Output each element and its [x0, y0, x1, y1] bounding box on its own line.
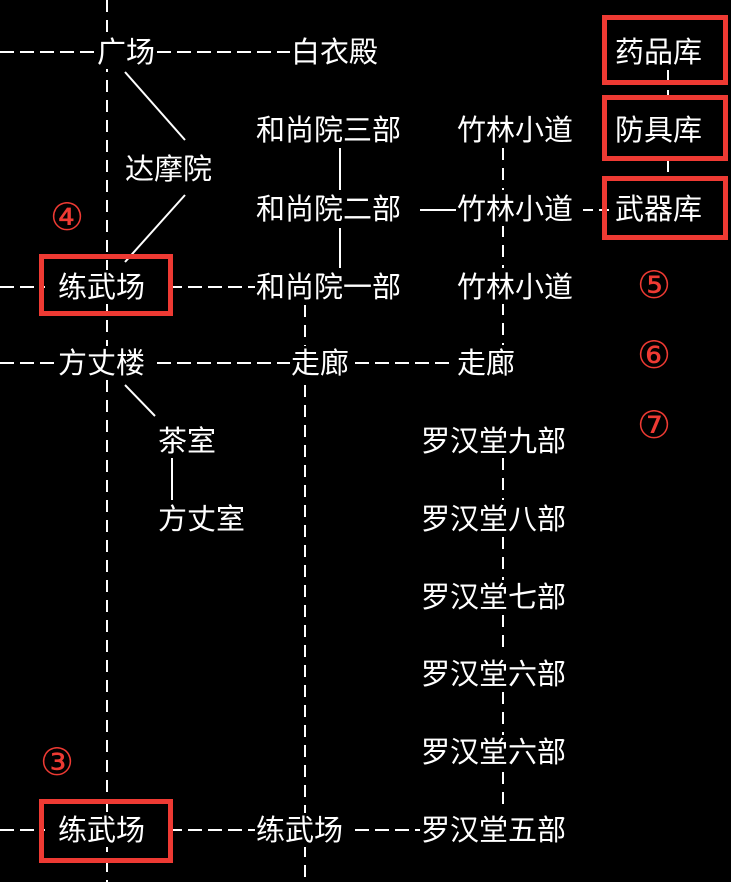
room-heshang-2: 和尚院二部: [255, 192, 403, 226]
marker-3: ③: [40, 740, 75, 784]
room-lianwuchang-top: 练武场: [57, 270, 147, 304]
room-zhulin-1: 竹林小道: [456, 270, 575, 304]
highlight-box: [602, 15, 728, 85]
room-damoyuan: 达摩院: [124, 152, 214, 186]
room-wuqiku: 武器库: [614, 192, 704, 226]
room-lianwuchang-bottom: 练武场: [57, 813, 147, 847]
marker-4: ④: [50, 195, 85, 239]
room-yaopinku: 药品库: [614, 35, 704, 69]
room-fangzhanglou: 方丈楼: [57, 346, 147, 380]
room-zhulin-2: 竹林小道: [456, 192, 575, 226]
highlight-box: [602, 95, 728, 161]
room-luohan-5: 罗汉堂五部: [420, 813, 568, 847]
highlight-box: [39, 254, 173, 316]
room-luohan-6b: 罗汉堂六部: [420, 735, 568, 769]
room-fangjuku: 防具库: [614, 113, 704, 147]
room-heshang-1: 和尚院一部: [255, 270, 403, 304]
room-chashi: 茶室: [157, 424, 218, 458]
marker-7: ⑦: [637, 403, 672, 447]
room-luohan-7: 罗汉堂七部: [420, 580, 568, 614]
room-heshang-3: 和尚院三部: [255, 113, 403, 147]
marker-5: ⑤: [637, 263, 672, 307]
room-baiyidian: 白衣殿: [290, 35, 380, 69]
room-zhulin-3: 竹林小道: [456, 113, 575, 147]
marker-6: ⑥: [637, 333, 672, 377]
highlight-box: [39, 799, 173, 863]
room-luohan-9: 罗汉堂九部: [420, 424, 568, 458]
room-guangchang: 广场: [96, 35, 157, 69]
path-line: [124, 71, 186, 141]
room-lianwuchang-mid: 练武场: [255, 813, 345, 847]
highlight-box: [602, 176, 728, 240]
path-line: [124, 384, 156, 417]
room-zoulang-1: 走廊: [290, 346, 351, 380]
room-fangzhangshi: 方丈室: [157, 502, 247, 536]
room-luohan-8: 罗汉堂八部: [420, 502, 568, 536]
room-zoulang-2: 走廊: [456, 346, 517, 380]
room-luohan-6a: 罗汉堂六部: [420, 657, 568, 691]
path-line: [124, 194, 186, 263]
